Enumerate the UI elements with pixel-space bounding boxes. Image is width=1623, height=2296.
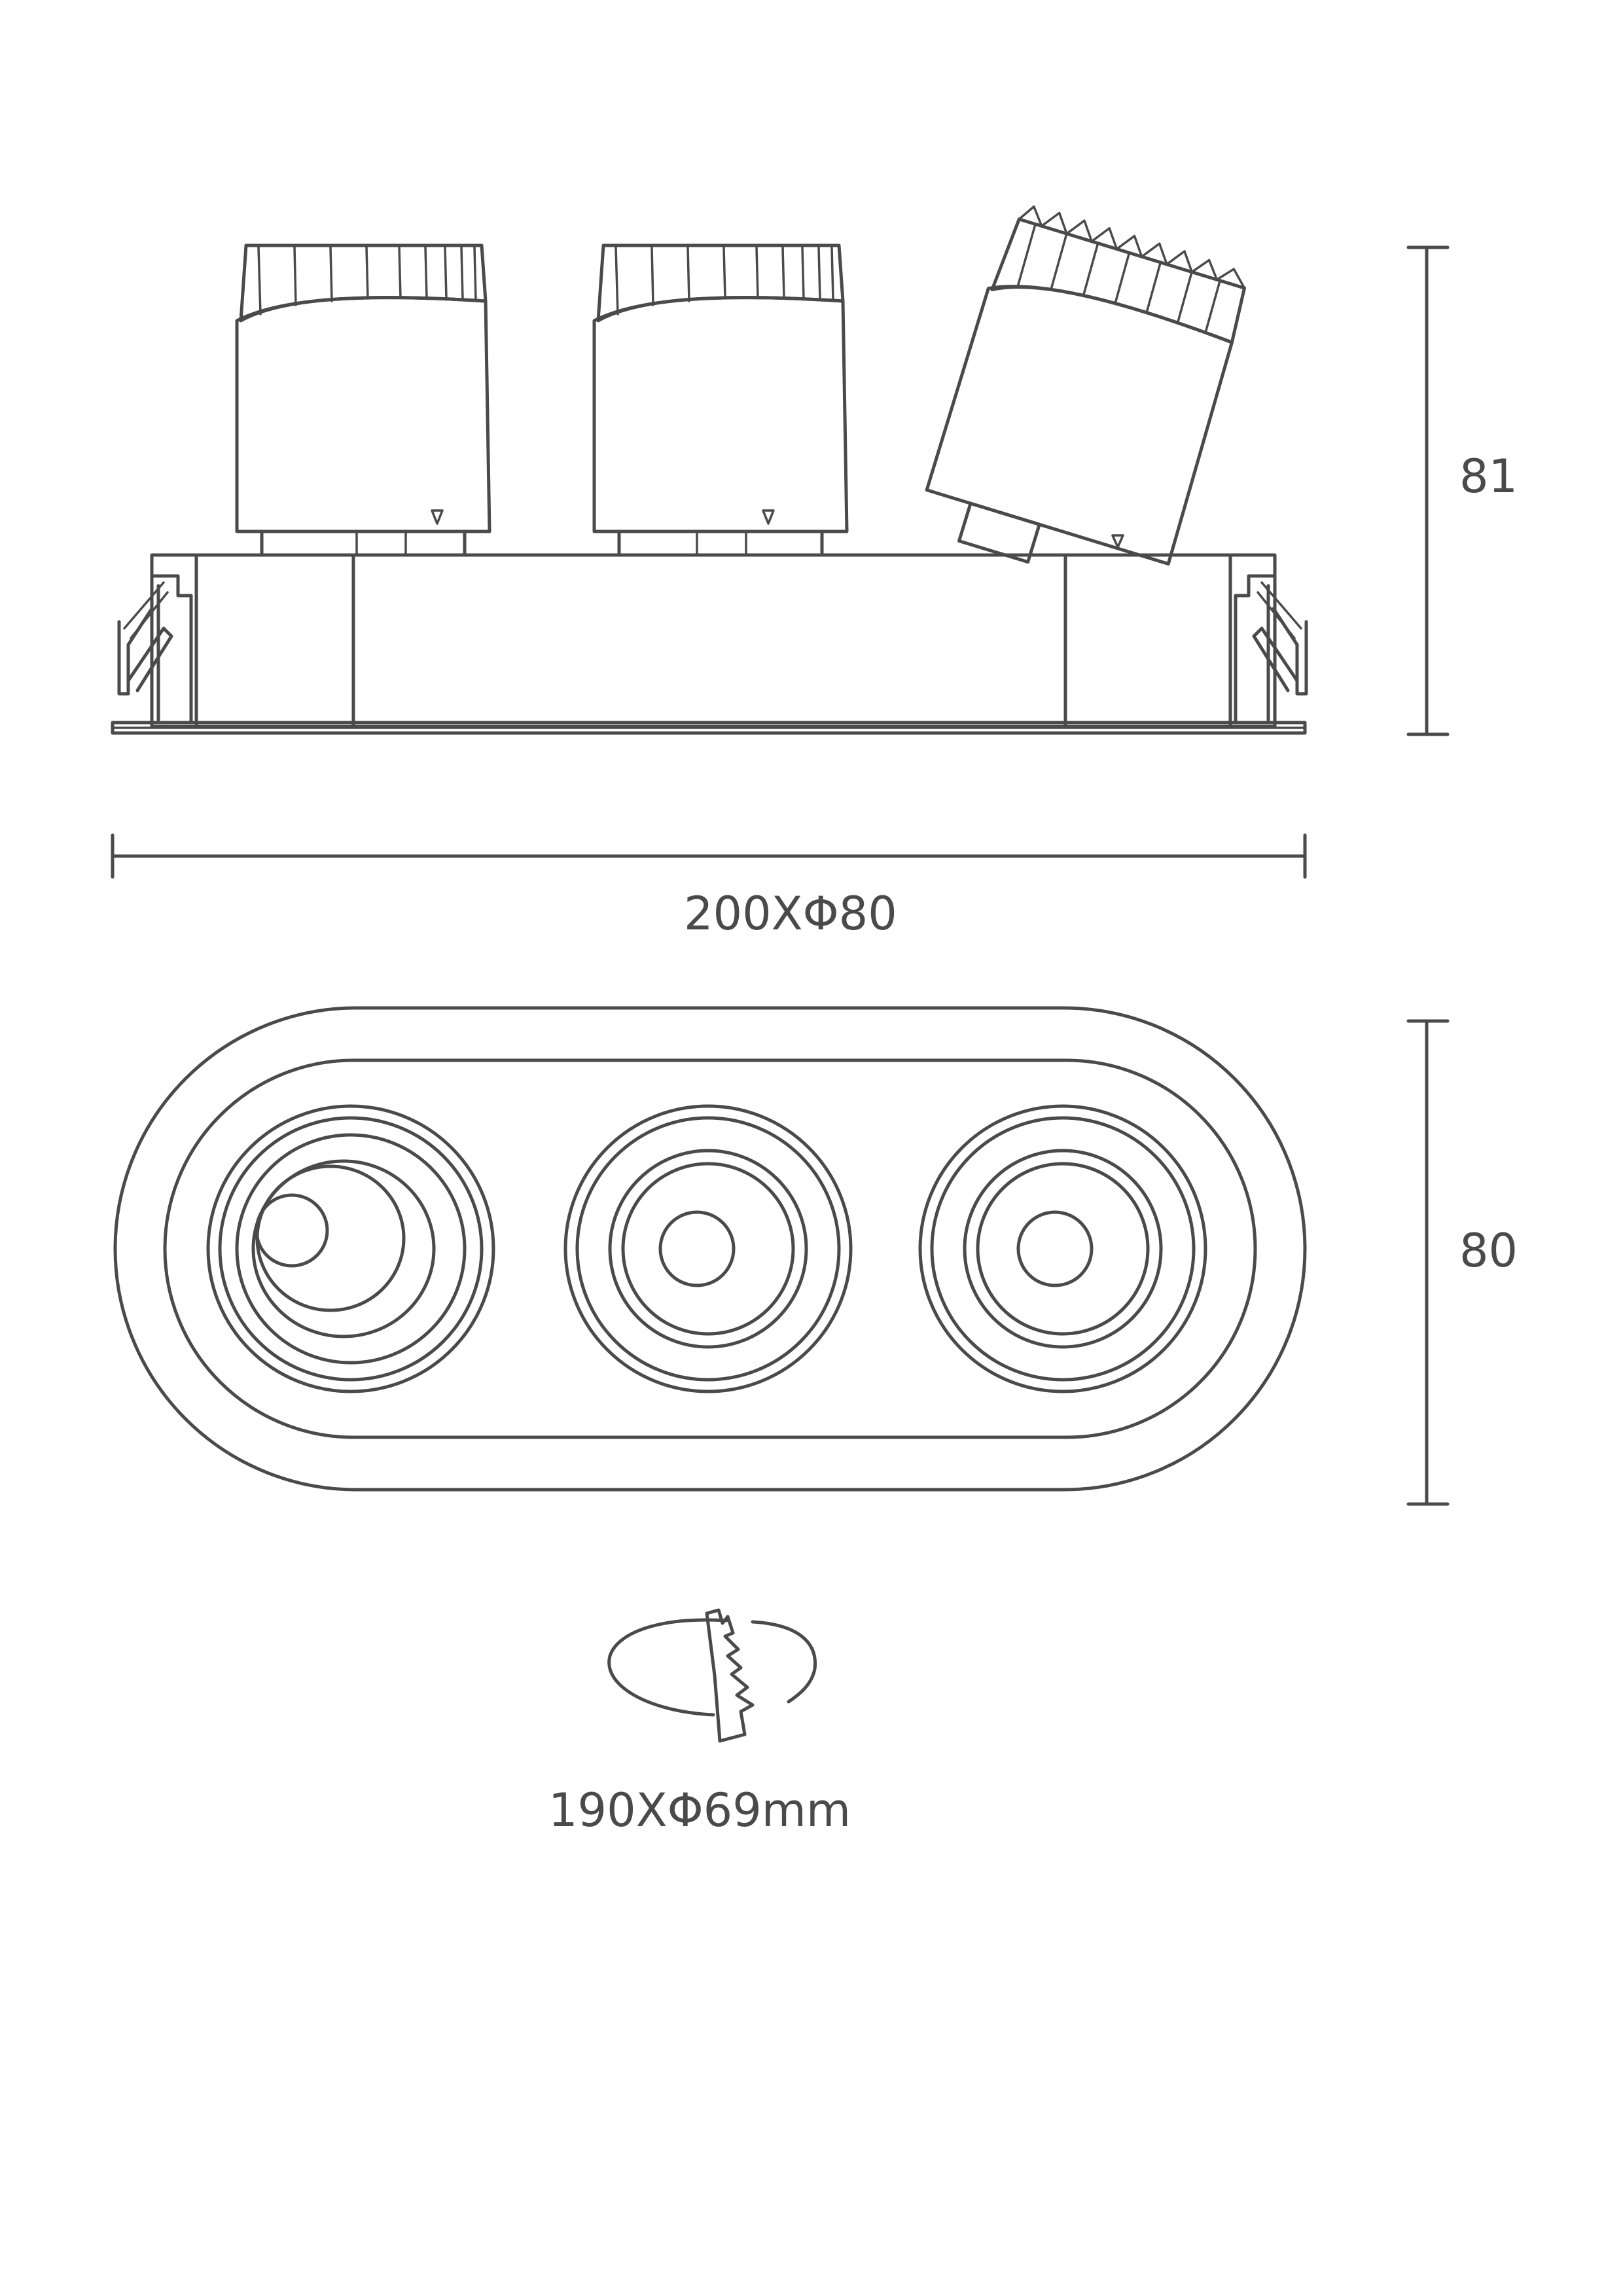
right-spring-clip bbox=[1234, 574, 1308, 725]
left-spring-clip bbox=[117, 574, 193, 725]
width-label: 200XΦ80 bbox=[684, 887, 897, 941]
inner-trim bbox=[163, 1058, 1257, 1439]
lamp-3-marker bbox=[1111, 534, 1124, 548]
top-view: 80 bbox=[113, 1006, 1518, 1506]
side-view: 81 200XΦ80 bbox=[111, 205, 1518, 941]
lamp-module-1 bbox=[235, 243, 491, 557]
lamp-ring-1 bbox=[206, 1104, 495, 1393]
housing-body bbox=[111, 553, 1307, 735]
lamp-ring-3 bbox=[918, 1104, 1207, 1393]
height-label-top: 80 bbox=[1459, 1224, 1518, 1278]
height-dimension-side bbox=[1406, 245, 1450, 736]
ceiling-cutout-icon bbox=[607, 1608, 817, 1743]
lamp-module-3-tilted bbox=[925, 205, 1247, 566]
outer-trim bbox=[113, 1006, 1307, 1492]
width-dimension bbox=[111, 833, 1307, 879]
cutout-label: 190XΦ69mm bbox=[548, 1784, 851, 1837]
height-label-side: 81 bbox=[1459, 450, 1518, 503]
lamp-module-2 bbox=[592, 243, 849, 557]
lamp-ring-2 bbox=[563, 1104, 853, 1393]
height-dimension-top bbox=[1406, 1019, 1450, 1506]
